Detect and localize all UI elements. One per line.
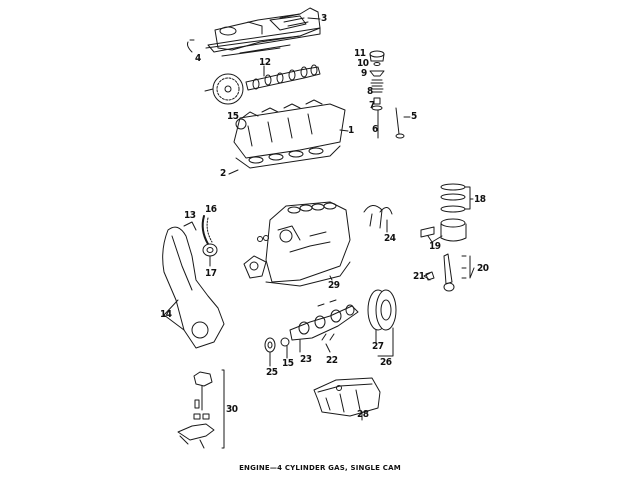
engine-block-drawing xyxy=(243,201,351,287)
callout-3: 3 xyxy=(321,13,327,24)
oil-pickup-drawing xyxy=(177,369,225,449)
valve-train-drawing xyxy=(369,50,411,139)
callout-6: 6 xyxy=(372,124,378,135)
oil-pan-drawing xyxy=(313,377,381,421)
flywheel-drawing xyxy=(367,289,397,357)
callout-20: 20 xyxy=(477,263,489,274)
diagram-caption: ENGINE—4 CYLINDER GAS, SINGLE CAM xyxy=(239,464,401,472)
callout-28: 28 xyxy=(357,409,369,420)
valve-cover-drawing xyxy=(187,7,321,57)
timing-belt-drawing xyxy=(201,215,218,267)
callout-18: 18 xyxy=(474,194,486,205)
callout-10: 10 xyxy=(357,58,369,69)
callout-8: 8 xyxy=(367,86,373,97)
callout-5: 5 xyxy=(411,111,417,122)
timing-cover-drawing xyxy=(162,221,225,349)
crankshaft-drawing xyxy=(264,299,359,367)
callout-19: 19 xyxy=(429,241,441,252)
callout-9: 9 xyxy=(361,68,367,79)
callout-4: 4 xyxy=(195,53,201,64)
callout-22: 22 xyxy=(326,355,338,366)
callout-26: 26 xyxy=(380,357,392,368)
callout-11: 11 xyxy=(354,48,366,59)
rear-main-seal-drawing xyxy=(363,205,393,233)
callout-15-top: 15 xyxy=(227,111,239,122)
camshaft-drawing xyxy=(204,64,321,105)
callout-27: 27 xyxy=(372,341,384,352)
callout-17: 17 xyxy=(205,268,217,279)
callout-24: 24 xyxy=(384,233,396,244)
callout-30: 30 xyxy=(226,404,238,415)
callout-7: 7 xyxy=(369,100,375,111)
callout-23: 23 xyxy=(300,354,312,365)
callout-29: 29 xyxy=(328,280,340,291)
callout-16: 16 xyxy=(205,204,217,215)
callout-12: 12 xyxy=(259,57,271,68)
callout-1: 1 xyxy=(348,125,354,136)
callout-25: 25 xyxy=(266,367,278,378)
callout-15-bottom: 15 xyxy=(282,358,294,369)
callout-21: 21 xyxy=(413,271,425,282)
piston-assembly-drawing xyxy=(420,183,475,292)
cylinder-head-drawing xyxy=(228,99,349,175)
callout-13: 13 xyxy=(184,210,196,221)
callout-14: 14 xyxy=(160,309,172,320)
callout-2: 2 xyxy=(220,168,226,179)
